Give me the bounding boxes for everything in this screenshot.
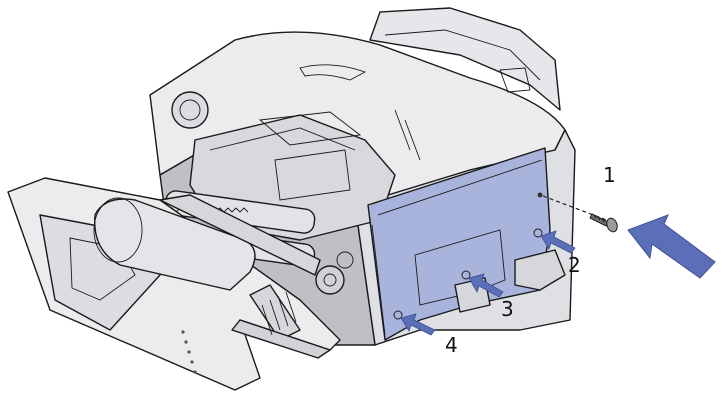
screw-icon	[590, 214, 619, 233]
callout-label-3: 3	[501, 297, 514, 321]
callout-label-1: 1	[603, 163, 616, 187]
screw-hole-1	[538, 193, 543, 198]
cover-hinge	[172, 92, 208, 128]
callout-label-4: 4	[445, 333, 458, 357]
drive-gear	[316, 266, 344, 294]
direction-arrow-icon	[628, 215, 715, 278]
callout-label-2: 2	[568, 253, 581, 277]
